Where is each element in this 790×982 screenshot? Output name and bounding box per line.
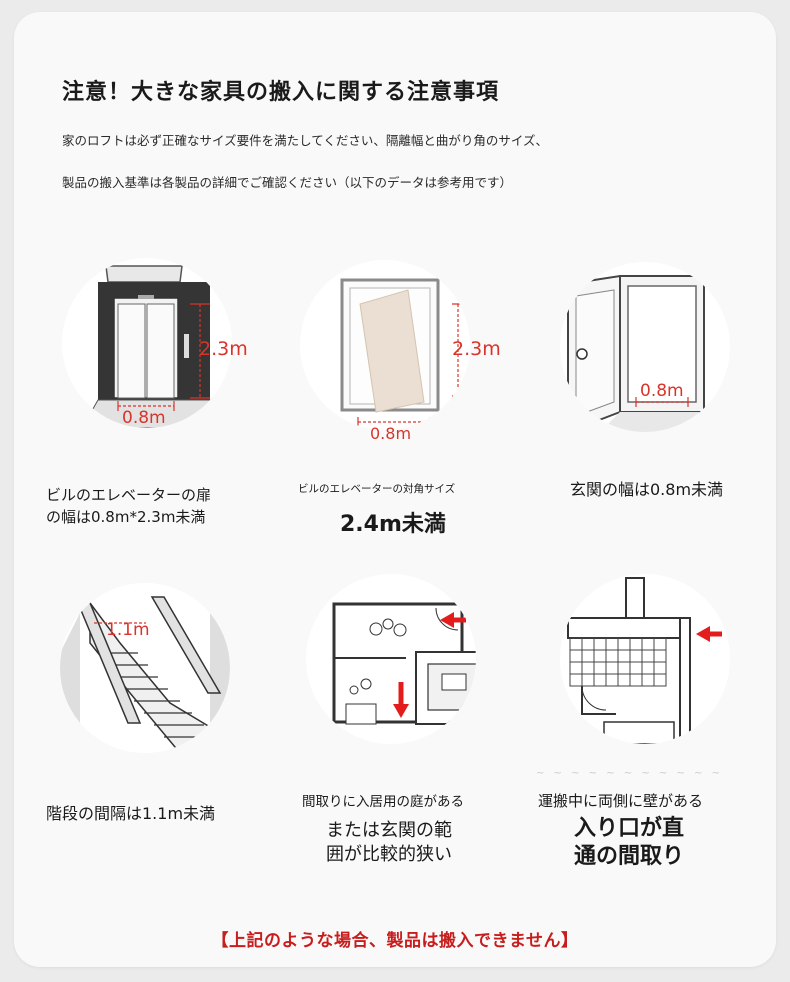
elevator-door-icon: [62, 258, 232, 428]
case-6-caption-small: 運搬中に両側に壁がある: [538, 792, 704, 810]
case-6-caption-large-1: 入り口が直: [574, 816, 685, 841]
elevator-diagonal-height-label: 2.3m: [452, 338, 501, 360]
elevator-door-height-label: 2.3m: [199, 338, 248, 360]
floor-plan-corridor-icon: [560, 574, 730, 744]
case-5-caption-large-2: 囲が比較的狭い: [326, 844, 452, 865]
staircase-width-label: 1.1m: [106, 620, 150, 640]
case-4-caption: 階段の間隔は1.1m未満: [46, 804, 216, 823]
elevator-diagonal-width-label: 0.8m: [370, 424, 412, 443]
notice-card: [14, 12, 776, 967]
case-2-caption-small: ビルのエレベーターの対角サイズ: [298, 483, 456, 495]
staircase-icon: [60, 583, 230, 753]
case-5-caption-large-1: または玄関の範: [326, 820, 452, 841]
warning-text: 【上記のような場合、製品は搬入できません】: [211, 931, 579, 951]
subtitle-line-2: 製品の搬入基準は各製品の詳細でご確認ください（以下のデータは参考用です）: [62, 175, 513, 190]
case-6-caption-large-2: 通の間取り: [574, 844, 685, 869]
faded-watermark-text: ~ ~ ~ ~ ~ ~ ~ ~ ~ ~ ~: [536, 768, 723, 779]
case-2-caption-large: 2.4m未満: [340, 512, 446, 537]
floor-plan-garden-icon: [306, 574, 476, 744]
case-5-caption-small: 間取りに入居用の庭がある: [302, 794, 464, 810]
case-3-caption: 玄関の幅は0.8m未満: [570, 480, 724, 499]
case-1-caption-line-1: ビルのエレベーターの扉: [46, 486, 212, 504]
case-1-caption-line-2: の幅は0.8m*2.3m未満: [46, 508, 206, 526]
entrance-door-icon: [560, 262, 730, 432]
page-title: 注意！大きな家具の搬入に関する注意事項: [62, 80, 500, 105]
entrance-door-width-label: 0.8m: [640, 381, 684, 401]
elevator-door-width-label: 0.8m: [122, 408, 166, 428]
elevator-diagonal-icon: [300, 260, 470, 430]
subtitle-line-1: 家のロフトは必ず正確なサイズ要件を満たしてください、隔離幅と曲がり角のサイズ、: [62, 133, 549, 148]
